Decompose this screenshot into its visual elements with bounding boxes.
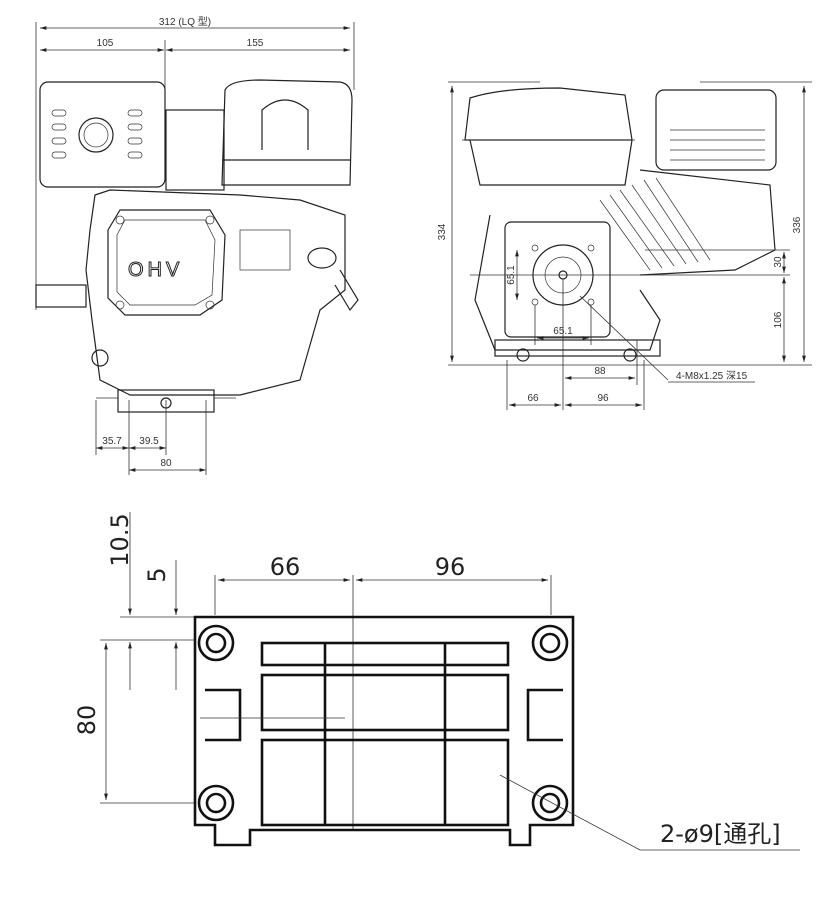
- dim-10-5-label: 10.5: [106, 513, 134, 566]
- base-plate-outline: [193, 615, 575, 847]
- bolt-pattern-v-label: 65.1: [506, 265, 517, 285]
- shaft-offset-label: 30: [773, 256, 784, 268]
- valve-cover: [107, 209, 226, 316]
- crankcase: [504, 221, 611, 338]
- side-view: 334 336 30 106: [437, 81, 812, 410]
- air-cleaner: [39, 81, 166, 188]
- foot-spacing-label: 80: [160, 458, 172, 469]
- base-right-label: 96: [597, 393, 609, 404]
- foot-offset-2-label: 39.5: [139, 436, 159, 447]
- base-view: 66 96 10.5 5 80 2-ø9[通孔]: [73, 512, 800, 851]
- dim-80-label: 80: [73, 705, 101, 736]
- shaft-to-mount-label: 88: [594, 366, 606, 377]
- dim-5-label: 5: [143, 567, 171, 582]
- valve-cover-label: OHV: [128, 259, 183, 281]
- foot-offset-1-label: 35.7: [102, 436, 122, 447]
- thread-note: 4-M8x1.25 深15: [676, 370, 748, 382]
- shaft-height-label: 106: [773, 311, 784, 328]
- fuel-tank: [221, 79, 353, 186]
- overall-width-label: 312 (LQ 型): [159, 15, 211, 28]
- dim-66-label: 66: [270, 553, 301, 581]
- left-width-label: 105: [97, 38, 114, 49]
- engine-body: [85, 189, 346, 396]
- height-right-label: 336: [792, 216, 803, 233]
- fuel-tank-side: [464, 87, 633, 141]
- dim-96-label: 96: [435, 553, 466, 581]
- cylinder-fins: [599, 177, 711, 271]
- hole-note: 2-ø9[通孔]: [660, 820, 781, 848]
- mounting-hole: [197, 784, 235, 822]
- right-width-label: 155: [247, 38, 264, 49]
- mounting-hole: [197, 624, 235, 662]
- base-left-label: 66: [527, 393, 539, 404]
- front-view: 312 (LQ 型) 105 155 OHV: [35, 15, 359, 475]
- mounting-hole: [531, 624, 569, 662]
- height-left-label: 334: [437, 223, 448, 240]
- mounting-hole: [531, 784, 569, 822]
